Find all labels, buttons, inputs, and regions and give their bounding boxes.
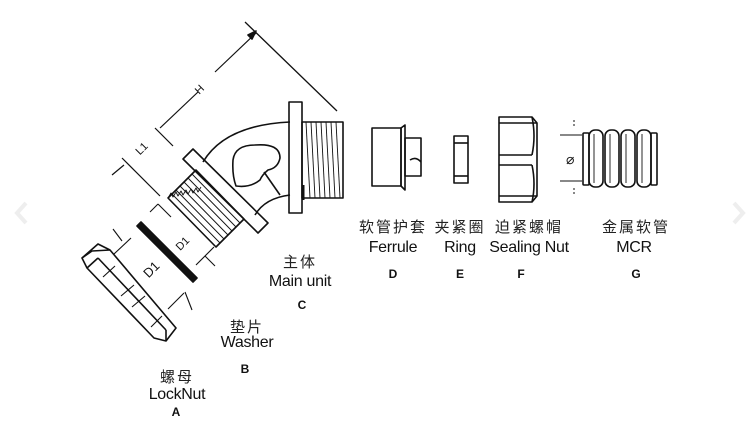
chevron-right-icon xyxy=(732,201,746,225)
mcr-drawing xyxy=(560,120,658,196)
part-code: A xyxy=(171,405,181,419)
dimension-d1-locknut-line xyxy=(112,228,193,311)
part-name-cn: 夹紧圈 xyxy=(434,218,486,236)
part-name-en: Sealing Nut xyxy=(489,239,569,256)
part-name-cn: 金属软管 xyxy=(601,218,671,236)
ring-drawing xyxy=(453,135,469,184)
part-name-en: Main unit xyxy=(268,273,332,290)
diameter-symbol: ⌀ xyxy=(566,151,575,167)
next-button[interactable] xyxy=(728,200,748,226)
part-code: D xyxy=(388,267,398,281)
locknut-drawing xyxy=(81,243,177,342)
prev-button[interactable] xyxy=(12,200,32,226)
part-name-en: LockNut xyxy=(148,386,206,403)
dimension-l1-line xyxy=(111,127,174,197)
part-code: B xyxy=(240,362,250,376)
dimension-h-line xyxy=(159,21,338,129)
part-code: F xyxy=(517,267,525,281)
dimension-d1-thread-line xyxy=(149,203,216,267)
part-name-cn: 迫紧螺帽 xyxy=(494,218,564,236)
part-name-cn: 螺母 xyxy=(159,368,195,386)
part-code: C xyxy=(297,298,307,312)
ferrule-drawing xyxy=(371,124,422,191)
part-name-en: Ferrule xyxy=(368,239,418,256)
part-name-en: Washer xyxy=(220,334,274,351)
part-name-en: Ring xyxy=(444,239,476,256)
sealing-nut-drawing xyxy=(498,116,538,203)
chevron-left-icon xyxy=(14,201,28,225)
part-name-en: MCR xyxy=(616,239,652,256)
part-name-cn: 软管护套 xyxy=(358,218,428,236)
washer-drawing xyxy=(136,221,198,283)
main-unit-drawing xyxy=(167,101,344,248)
part-code: G xyxy=(631,267,641,281)
part-code: E xyxy=(455,267,465,281)
part-name-cn: 垫片 xyxy=(229,318,265,336)
part-name-cn: 主体 xyxy=(282,253,318,271)
